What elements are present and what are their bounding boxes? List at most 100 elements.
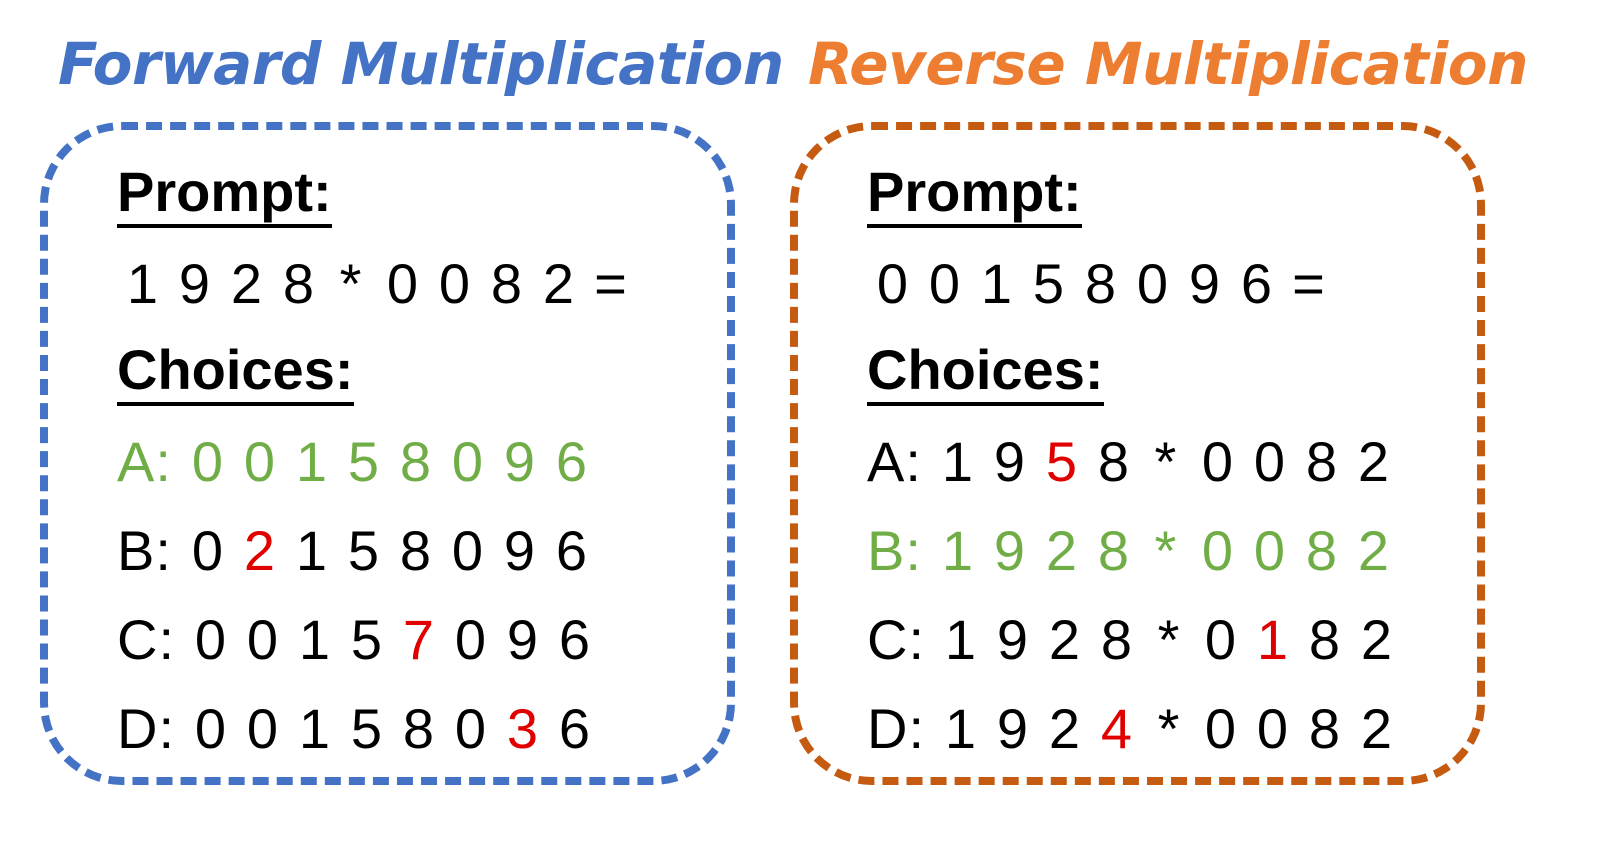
- prompt-token: 9: [178, 252, 212, 315]
- choice-token: 2: [1048, 608, 1082, 671]
- prompt-token: 0: [1136, 252, 1170, 315]
- choice-token: *: [1157, 608, 1181, 671]
- choice-token: *: [1157, 697, 1181, 760]
- prompt-token: 8: [1084, 252, 1118, 315]
- choice-token: 8: [1097, 430, 1130, 493]
- choice-token: *: [1154, 430, 1178, 493]
- choice-token: 9: [506, 608, 540, 671]
- choice-token: 2: [1045, 519, 1078, 582]
- choice-token: 0: [1201, 519, 1234, 582]
- choice-letter: D:: [117, 697, 175, 760]
- choice-token: 0: [1253, 519, 1286, 582]
- choice-token: *: [1154, 519, 1178, 582]
- reverse-multiplication-box: [790, 122, 1485, 785]
- choice-token: 8: [1308, 608, 1342, 671]
- choice-letter: C:: [867, 608, 925, 671]
- choice-token: 1: [298, 697, 332, 760]
- choice-token: 5: [347, 430, 380, 493]
- choice-error-token: 1: [1256, 608, 1290, 671]
- forward-prompt-label: Prompt:: [117, 161, 332, 228]
- choice-letter: D:: [867, 697, 925, 760]
- choice-token: 0: [191, 430, 224, 493]
- choice-token: 9: [503, 519, 536, 582]
- choice-token: 0: [194, 608, 228, 671]
- prompt-token: 0: [928, 252, 962, 315]
- choice-token: 1: [941, 519, 974, 582]
- reverse-choices-label: Choices:: [867, 339, 1104, 406]
- choice-token: 1: [295, 430, 328, 493]
- forward-choices-label: Choices:: [117, 339, 354, 406]
- choice-token: 9: [993, 519, 1026, 582]
- prompt-token: 8: [490, 252, 524, 315]
- choice-token: 9: [996, 608, 1030, 671]
- choice-token: 8: [1097, 519, 1130, 582]
- prompt-token: 0: [876, 252, 910, 315]
- choice-token: 1: [941, 430, 974, 493]
- choice-letter: A:: [117, 430, 172, 493]
- choice-token: 0: [1253, 430, 1286, 493]
- reverse-prompt-label: Prompt:: [867, 161, 1082, 228]
- choice-token: 8: [1100, 608, 1134, 671]
- choice-token: 8: [399, 430, 432, 493]
- choice-token: 2: [1360, 697, 1394, 760]
- choice-error-token: 7: [402, 608, 436, 671]
- reverse-multiplication-title: Reverse Multiplication: [808, 30, 1528, 98]
- choice-token: 5: [347, 519, 380, 582]
- choice-token: 0: [451, 519, 484, 582]
- choice-token: 0: [246, 697, 280, 760]
- choice-token: 0: [451, 430, 484, 493]
- choice-letter: B:: [117, 519, 172, 582]
- choice-token: 6: [555, 430, 588, 493]
- choice-token: 8: [1305, 519, 1338, 582]
- choice-token: 6: [555, 519, 588, 582]
- prompt-token: 1: [126, 252, 160, 315]
- choice-token: 8: [399, 519, 432, 582]
- prompt-token: 8: [282, 252, 316, 315]
- choice-error-token: 3: [506, 697, 540, 760]
- choice-token: 2: [1357, 519, 1390, 582]
- choice-token: 1: [944, 697, 978, 760]
- choice-token: 6: [558, 608, 592, 671]
- prompt-token: =: [1292, 252, 1326, 315]
- choice-token: 0: [191, 519, 224, 582]
- choice-token: 2: [1360, 608, 1394, 671]
- prompt-token: 0: [386, 252, 420, 315]
- forward-multiplication-title: Forward Multiplication: [58, 30, 784, 98]
- prompt-token: 1: [980, 252, 1014, 315]
- choice-token: 0: [1204, 608, 1238, 671]
- choice-error-token: 4: [1100, 697, 1134, 760]
- choice-token: 0: [243, 430, 276, 493]
- prompt-token: *: [339, 252, 363, 315]
- choice-letter: B:: [867, 519, 922, 582]
- prompt-token: 5: [1032, 252, 1066, 315]
- choice-token: 2: [1048, 697, 1082, 760]
- choice-token: 0: [454, 608, 488, 671]
- choice-token: 0: [1256, 697, 1290, 760]
- choice-token: 1: [944, 608, 978, 671]
- prompt-token: 2: [230, 252, 264, 315]
- choice-token: 9: [503, 430, 536, 493]
- forward-multiplication-box: [40, 122, 735, 785]
- choice-letter: C:: [117, 608, 175, 671]
- choice-token: 0: [1201, 430, 1234, 493]
- choice-letter: A:: [867, 430, 922, 493]
- choice-error-token: 2: [243, 519, 276, 582]
- choice-token: 8: [402, 697, 436, 760]
- choice-token: 0: [1204, 697, 1238, 760]
- prompt-token: 6: [1240, 252, 1274, 315]
- choice-token: 9: [993, 430, 1026, 493]
- prompt-token: 2: [542, 252, 576, 315]
